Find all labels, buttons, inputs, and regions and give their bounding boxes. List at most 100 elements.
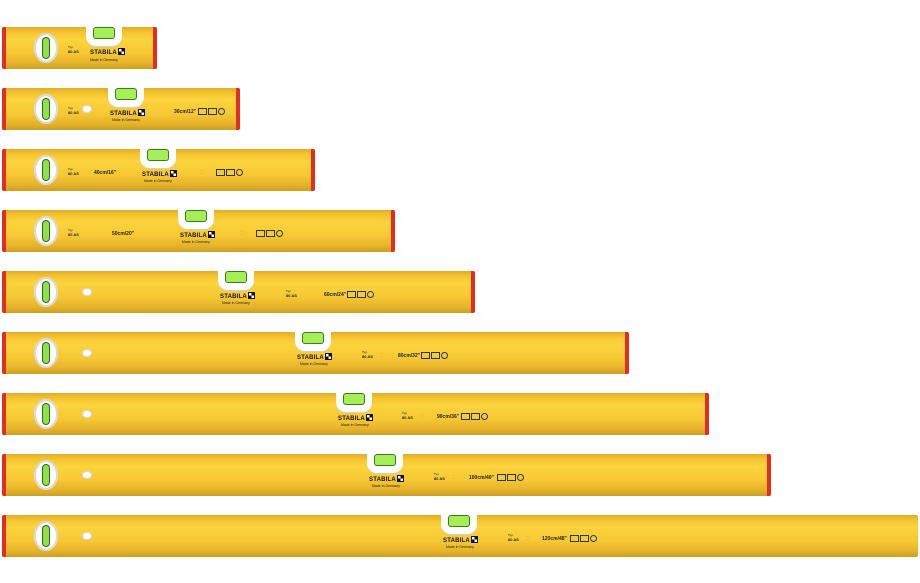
end-cap-left	[2, 149, 6, 191]
certification-mark-icon	[256, 230, 265, 237]
flag-logo-icon	[247, 292, 255, 299]
certification-marks	[421, 352, 448, 359]
hang-hole-icon	[82, 532, 92, 540]
size-label: 80cm/32"	[398, 353, 421, 359]
vertical-vial-icon	[34, 399, 58, 429]
end-cap-right	[471, 271, 475, 313]
certification-mark-icon	[481, 413, 488, 420]
size-label: 50cm/20"	[112, 231, 135, 237]
certification-mark-icon	[461, 413, 470, 420]
size-label: 120cm/48"	[542, 536, 567, 542]
end-cap-right	[236, 88, 240, 130]
end-cap-left	[2, 271, 6, 313]
end-cap-left	[2, 454, 6, 496]
brand-logo: STABILA	[338, 414, 373, 422]
vertical-vial-icon	[34, 277, 58, 307]
certification-mark-icon	[507, 474, 516, 481]
size-label: 30cm/12"	[174, 109, 197, 115]
size-label: 100cm/40"	[469, 475, 494, 481]
horizontal-vial-icon	[441, 512, 477, 534]
size-label: 40cm/16"	[94, 170, 117, 176]
certification-mark-icon	[266, 230, 275, 237]
certification-mark-icon	[580, 535, 589, 542]
fine-print: ········	[380, 352, 384, 358]
certification-mark-icon	[471, 413, 480, 420]
certification-mark-icon	[357, 291, 366, 298]
fine-print: ········	[240, 230, 244, 236]
certification-mark-icon	[198, 108, 207, 115]
vertical-vial-icon	[34, 338, 58, 368]
certification-marks	[497, 474, 524, 481]
certification-mark-icon	[218, 108, 225, 115]
brand-logo: STABILA	[180, 231, 215, 239]
hang-hole-icon	[82, 288, 92, 296]
certification-mark-icon	[276, 230, 283, 237]
certification-marks	[570, 535, 597, 542]
end-cap-right	[391, 210, 395, 252]
hang-hole-icon	[82, 349, 92, 357]
horizontal-vial-icon	[108, 85, 144, 107]
end-cap-left	[2, 88, 6, 130]
horizontal-vial-icon	[178, 207, 214, 229]
certification-mark-icon	[590, 535, 597, 542]
certification-mark-icon	[517, 474, 524, 481]
end-cap-right	[153, 27, 157, 69]
made-in-label: Made in Germany	[90, 58, 118, 62]
certification-marks	[216, 169, 243, 176]
size-label: 90cm/36"	[437, 414, 460, 420]
certification-mark-icon	[226, 169, 235, 176]
horizontal-vial-icon	[295, 329, 331, 351]
end-cap-right	[625, 332, 629, 374]
made-in-label: Made in Germany	[112, 118, 140, 122]
flag-logo-icon	[117, 48, 125, 55]
certification-mark-icon	[431, 352, 440, 359]
flag-logo-icon	[324, 353, 332, 360]
flag-logo-icon	[396, 475, 404, 482]
hang-hole-icon	[82, 410, 92, 418]
flag-logo-icon	[470, 536, 478, 543]
fine-print: ········	[526, 535, 530, 541]
end-cap-left	[2, 393, 6, 435]
made-in-label: Made in Germany	[341, 423, 369, 427]
made-in-label: Made in Germany	[372, 484, 400, 488]
vertical-vial-icon	[34, 155, 58, 185]
vertical-vial-icon	[34, 460, 58, 490]
vertical-vial-icon	[34, 94, 58, 124]
certification-marks	[198, 108, 225, 115]
size-label: 60cm/24"	[324, 292, 347, 298]
certification-mark-icon	[236, 169, 243, 176]
certification-mark-icon	[347, 291, 356, 298]
hang-hole-icon	[82, 471, 92, 479]
fine-print: ········	[200, 169, 204, 175]
certification-mark-icon	[421, 352, 430, 359]
certification-mark-icon	[208, 108, 217, 115]
certification-mark-icon	[216, 169, 225, 176]
certification-marks	[256, 230, 283, 237]
fine-print: ········	[420, 413, 424, 419]
brand-logo: STABILA	[142, 170, 177, 178]
horizontal-vial-icon	[86, 24, 122, 46]
brand-logo: STABILA	[90, 48, 125, 56]
vertical-vial-icon	[34, 33, 58, 63]
end-cap-right	[705, 393, 709, 435]
certification-marks	[461, 413, 488, 420]
end-cap-left	[2, 27, 6, 69]
fine-print: ········	[452, 474, 456, 480]
certification-mark-icon	[497, 474, 506, 481]
